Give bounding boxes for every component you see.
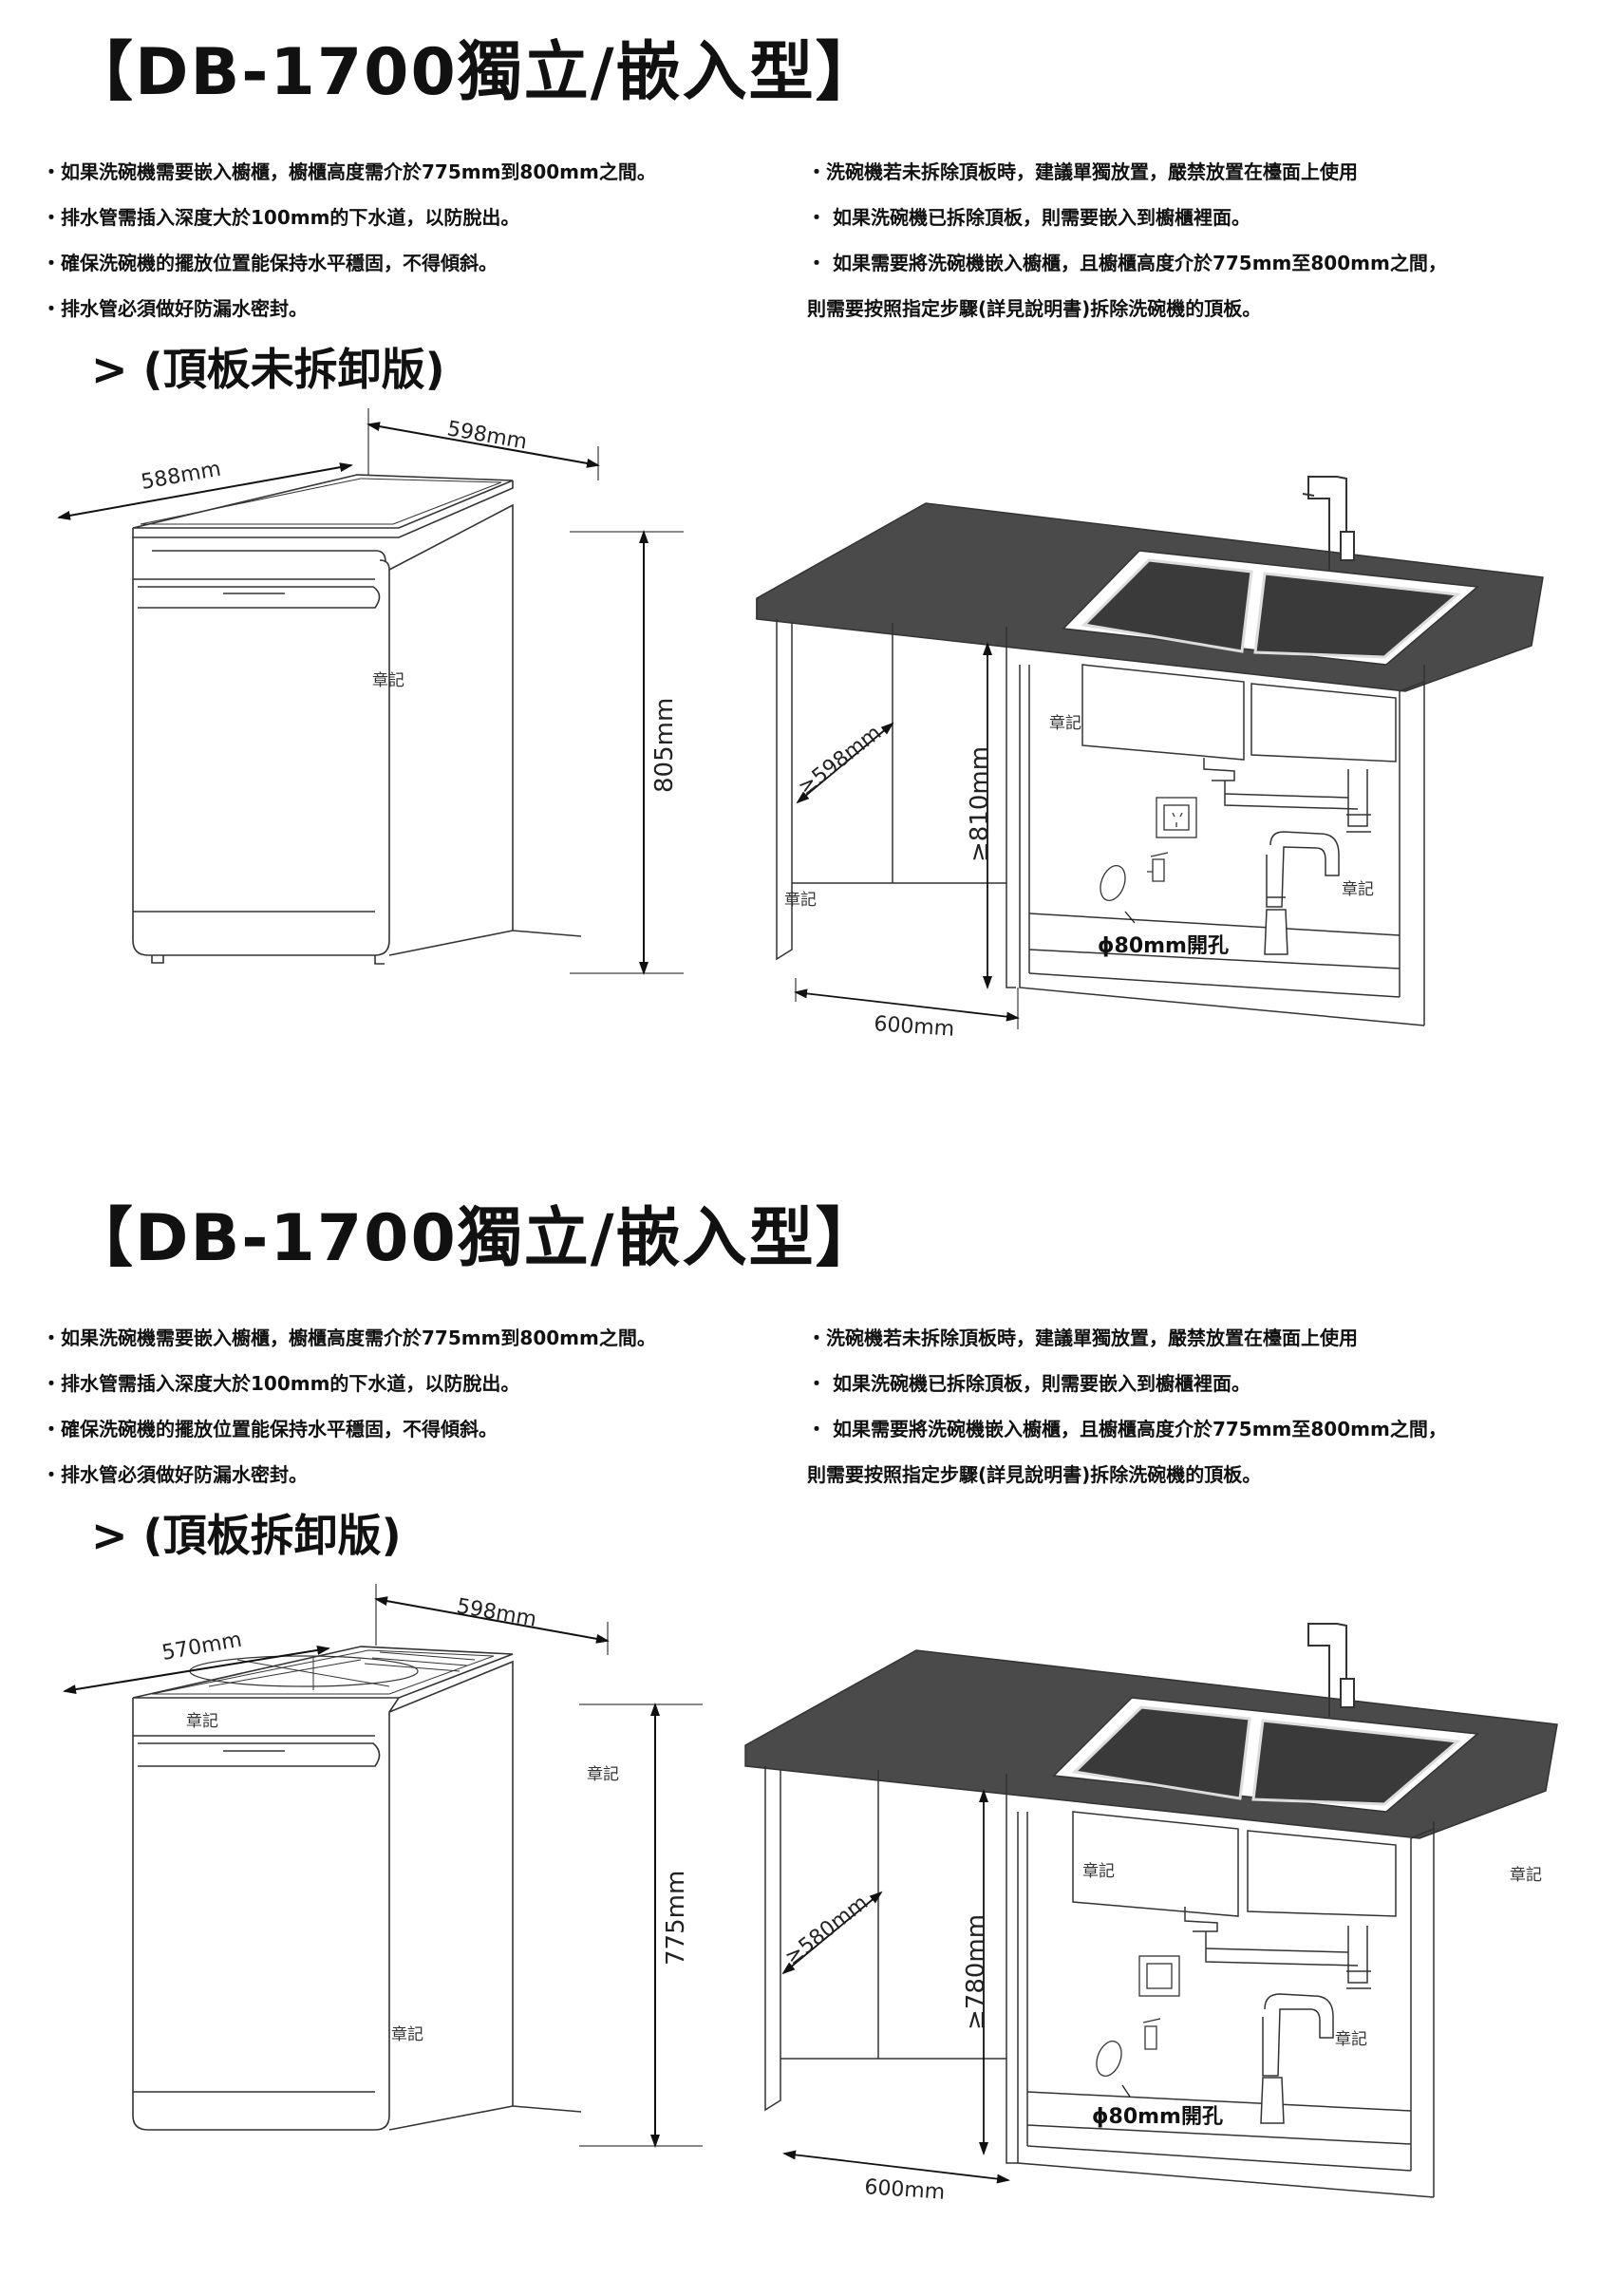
spec-section-2: 【DB-1700獨立/嵌入型】 ・如果洗碗機需要嵌入櫥櫃，櫥櫃高度需介於775m… — [0, 1166, 1598, 2296]
note-item: ・確保洗碗機的擺放位置能保持水平穩固，不得傾斜。 — [42, 252, 498, 274]
width-label: 598mm — [455, 1594, 538, 1631]
section-title: 【DB-1700獨立/嵌入型】 — [68, 35, 882, 110]
cabinet-dimensions — [794, 642, 1136, 1029]
dishwasher-dimensions — [57, 408, 684, 975]
cabinet-height-label: ≥780mm — [962, 1914, 990, 2030]
cabinet-depth-label: ≥598mm — [794, 721, 886, 800]
cabinet-width-label: 600mm — [864, 2175, 946, 2205]
note-item: 則需要按照指定步驟(詳見說明書)拆除洗碗機的頂板。 — [807, 297, 1262, 320]
cabinet-dimensions — [781, 1789, 1131, 2184]
installation-drawing: 598mm 588mm 805mm 章記 — [57, 408, 1544, 1042]
note-item: ・洗碗機若未拆除頂板時，建議單獨放置，嚴禁放置在檯面上使用 — [807, 1327, 1358, 1349]
note-item: ・如果洗碗機需要嵌入櫥櫃，櫥櫃高度需介於775mm到800mm之間。 — [42, 1327, 656, 1349]
installation-drawing: 598mm 570mm 775mm 章記 章記 章記 — [63, 1584, 1558, 2205]
section-title: 【DB-1700獨立/嵌入型】 — [68, 1201, 882, 1276]
cabinet-depth-label: ≥580mm — [780, 1891, 873, 1969]
stamp: 章記 — [587, 1765, 619, 1784]
notes-left: ・如果洗碗機需要嵌入櫥櫃，櫥櫃高度需介於775mm到800mm之間。 ・排水管需… — [42, 1324, 656, 1506]
stamp: 章記 — [1342, 880, 1374, 899]
note-item: ・ 如果洗碗機已拆除頂板，則需要嵌入到櫥櫃裡面。 — [807, 1372, 1250, 1395]
note-item: 則需要按照指定步驟(詳見說明書)拆除洗碗機的頂板。 — [807, 1463, 1262, 1486]
note-item: ・排水管需插入深度大於100mm的下水道，以防脫出。 — [42, 1372, 520, 1395]
cabinet-height-label: ≥810mm — [966, 746, 994, 862]
note-item: ・排水管需插入深度大於100mm的下水道，以防脫出。 — [42, 206, 520, 229]
note-item: ・排水管必須做好防漏水密封。 — [42, 297, 308, 320]
notes-right: ・洗碗機若未拆除頂板時，建議單獨放置，嚴禁放置在檯面上使用 ・ 如果洗碗機已拆除… — [807, 158, 1447, 340]
hole-label: ϕ80mm開孔 — [1098, 934, 1229, 958]
stamp: 章記 — [186, 1712, 218, 1731]
stamp: 章記 — [1049, 714, 1081, 733]
cabinet-drawing — [756, 476, 1544, 1026]
note-item: ・ 如果洗碗機已拆除頂板，則需要嵌入到櫥櫃裡面。 — [807, 206, 1250, 229]
stamp: 章記 — [1335, 2030, 1367, 2049]
cabinet-width-label: 600mm — [874, 1012, 955, 1042]
version-label: > (頂板未拆卸版) — [91, 344, 445, 395]
note-item: ・洗碗機若未拆除頂板時，建議單獨放置，嚴禁放置在檯面上使用 — [807, 160, 1358, 183]
note-item: ・ 如果需要將洗碗機嵌入櫥櫃，且櫥櫃高度介於775mm至800mm之間， — [807, 1418, 1447, 1440]
stamp: 章記 — [1082, 1862, 1115, 1881]
notes-left: ・如果洗碗機需要嵌入櫥櫃，櫥櫃高度需介於775mm到800mm之間。 ・排水管需… — [42, 158, 656, 340]
notes-right: ・洗碗機若未拆除頂板時，建議單獨放置，嚴禁放置在檯面上使用 ・ 如果洗碗機已拆除… — [807, 1324, 1447, 1506]
spec-section-1: 【DB-1700獨立/嵌入型】 ・如果洗碗機需要嵌入櫥櫃，櫥櫃高度需介於775m… — [0, 0, 1598, 1130]
height-label: 775mm — [662, 1871, 690, 1966]
stamp: 章記 — [1510, 1866, 1542, 1885]
dishwasher-dimensions — [63, 1584, 703, 2148]
note-item: ・ 如果需要將洗碗機嵌入櫥櫃，且櫥櫃高度介於775mm至800mm之間， — [807, 252, 1447, 274]
note-item: ・排水管必須做好防漏水密封。 — [42, 1463, 308, 1486]
note-item: ・確保洗碗機的擺放位置能保持水平穩固，不得傾斜。 — [42, 1418, 498, 1440]
width-label: 598mm — [445, 417, 529, 454]
hole-label: ϕ80mm開孔 — [1092, 2105, 1223, 2129]
depth-label: 588mm — [140, 458, 223, 495]
cabinet-drawing — [744, 1623, 1558, 2198]
height-label: 805mm — [650, 698, 679, 793]
stamp: 章記 — [372, 671, 404, 690]
stamp: 章記 — [391, 2025, 423, 2044]
stamp: 章記 — [784, 891, 817, 910]
note-item: ・如果洗碗機需要嵌入櫥櫃，櫥櫃高度需介於775mm到800mm之間。 — [42, 160, 656, 183]
version-label: > (頂板拆卸版) — [91, 1510, 402, 1561]
dishwasher-drawing — [132, 474, 582, 965]
